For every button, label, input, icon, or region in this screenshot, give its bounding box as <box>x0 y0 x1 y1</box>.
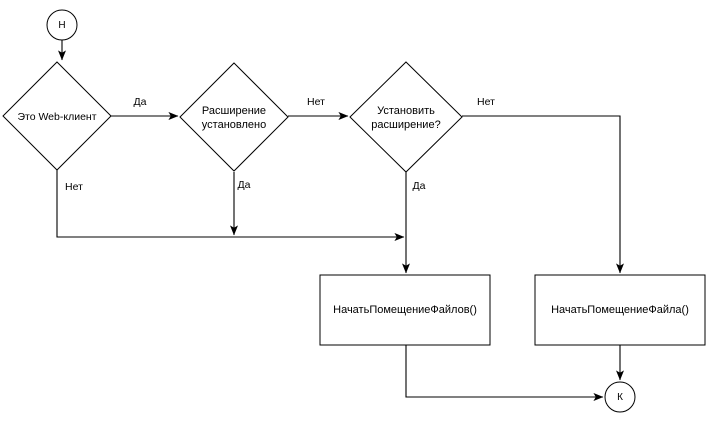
edge-label-webclient-no: Нет <box>65 181 83 193</box>
node-process-single-file-shape[interactable] <box>534 274 706 346</box>
edge-webclient-no-to-merge <box>56 168 405 241</box>
edge-install-extension-no-to-single-file <box>462 115 624 274</box>
node-decision-install-extension-label-line1: Установить <box>377 105 435 117</box>
node-decision-webclient-shape[interactable] <box>2 61 112 171</box>
node-decision-extension-installed-shape[interactable] <box>179 62 289 172</box>
node-end-label: К <box>617 392 623 403</box>
node-decision-install-extension-shape[interactable] <box>349 61 463 173</box>
node-decision-install-extension-label-line2: расширение? <box>371 119 440 131</box>
edge-label-install-extension-yes: Да <box>413 180 426 192</box>
edge-label-extension-installed-no: Нет <box>307 96 325 108</box>
node-decision-webclient-label: Это Web-клиент <box>17 111 96 123</box>
node-start-circle[interactable] <box>46 9 78 41</box>
node-decision-extension-installed-label-line2: установлено <box>202 119 266 131</box>
edge-label-webclient-yes: Да <box>134 96 147 108</box>
node-process-multi-files-shape[interactable] <box>319 274 491 346</box>
edge-multi-files-to-end <box>405 345 604 401</box>
edge-label-install-extension-no: Нет <box>477 96 495 108</box>
node-decision-extension-installed-label-line1: Расширение <box>202 105 266 117</box>
edge-label-extension-installed-yes: Да <box>238 179 251 191</box>
node-process-single-file-label: НачатьПомещениеФайла() <box>551 304 689 316</box>
node-start-label: Н <box>58 20 65 31</box>
node-end-circle[interactable] <box>604 381 636 413</box>
node-process-multi-files-label: НачатьПомещениеФайлов() <box>333 304 477 316</box>
